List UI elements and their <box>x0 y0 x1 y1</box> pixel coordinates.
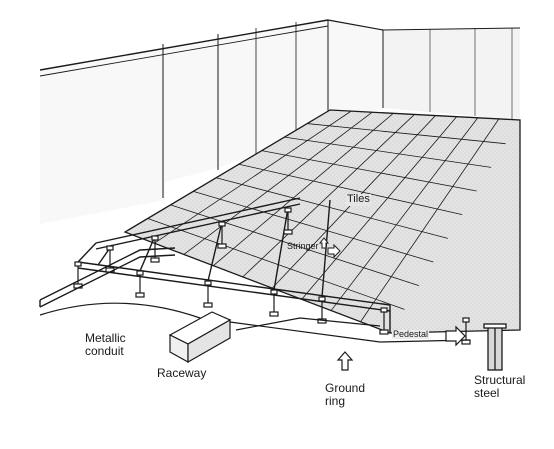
ground-ring <box>39 302 471 343</box>
structural-steel-label-line1: Structural <box>474 373 526 387</box>
pedestal-label: Pedestal <box>392 329 430 340</box>
pedestal <box>73 261 83 289</box>
metallic-conduit <box>39 247 176 308</box>
pedestal <box>217 221 227 249</box>
stringer-label: Stringer <box>287 241 319 251</box>
pedestal <box>461 317 471 345</box>
tile-grid-line <box>330 117 479 311</box>
tile-grid-line <box>216 177 448 239</box>
tile-grid-line <box>242 114 415 278</box>
metallic-conduit-label: Metallic conduit <box>85 332 126 357</box>
structural-steel <box>483 323 507 371</box>
tile-grid-line <box>183 111 373 255</box>
structural-steel-label-line2: steel <box>474 385 500 400</box>
ground-ring-label: Ground ring <box>325 382 365 407</box>
tile-grid-line <box>301 116 457 300</box>
tile-grid-line <box>238 163 463 216</box>
right-arrow-icon <box>327 243 341 259</box>
tile-grid-line <box>147 218 405 310</box>
ground-ring-label-line2: ring <box>325 393 346 408</box>
up-arrow-icon <box>336 351 354 371</box>
metallic-conduit-label-line2: conduit <box>85 343 124 358</box>
pedestal <box>135 270 145 298</box>
structural-steel-label: Structural steel <box>474 374 525 399</box>
metallic-conduit-label-line1: Metallic <box>85 331 126 345</box>
pedestal <box>105 245 115 273</box>
tile-grid-line <box>360 118 500 323</box>
pedestal <box>150 235 160 263</box>
ground-ring-label-line1: Ground <box>325 381 366 395</box>
pedestal <box>283 207 293 235</box>
up-arrow-icon <box>318 237 330 249</box>
tile-grid-line <box>307 123 506 145</box>
tile-grid-line <box>261 150 477 192</box>
right-arrow-icon <box>445 325 466 347</box>
tile-grid-line <box>193 190 434 263</box>
tile-grid-line <box>213 113 394 266</box>
pedestal <box>203 280 213 308</box>
raceway-box <box>168 311 232 364</box>
pedestal <box>269 289 279 317</box>
raceway-label: Raceway <box>157 366 207 380</box>
tile-grid-line <box>170 204 420 287</box>
tile-grid-line <box>154 110 352 244</box>
tiles-label: Tiles <box>346 193 371 206</box>
pedestal <box>317 296 327 324</box>
tile-grid-line <box>284 136 492 168</box>
pedestal <box>379 307 389 335</box>
room-walls <box>39 19 521 224</box>
